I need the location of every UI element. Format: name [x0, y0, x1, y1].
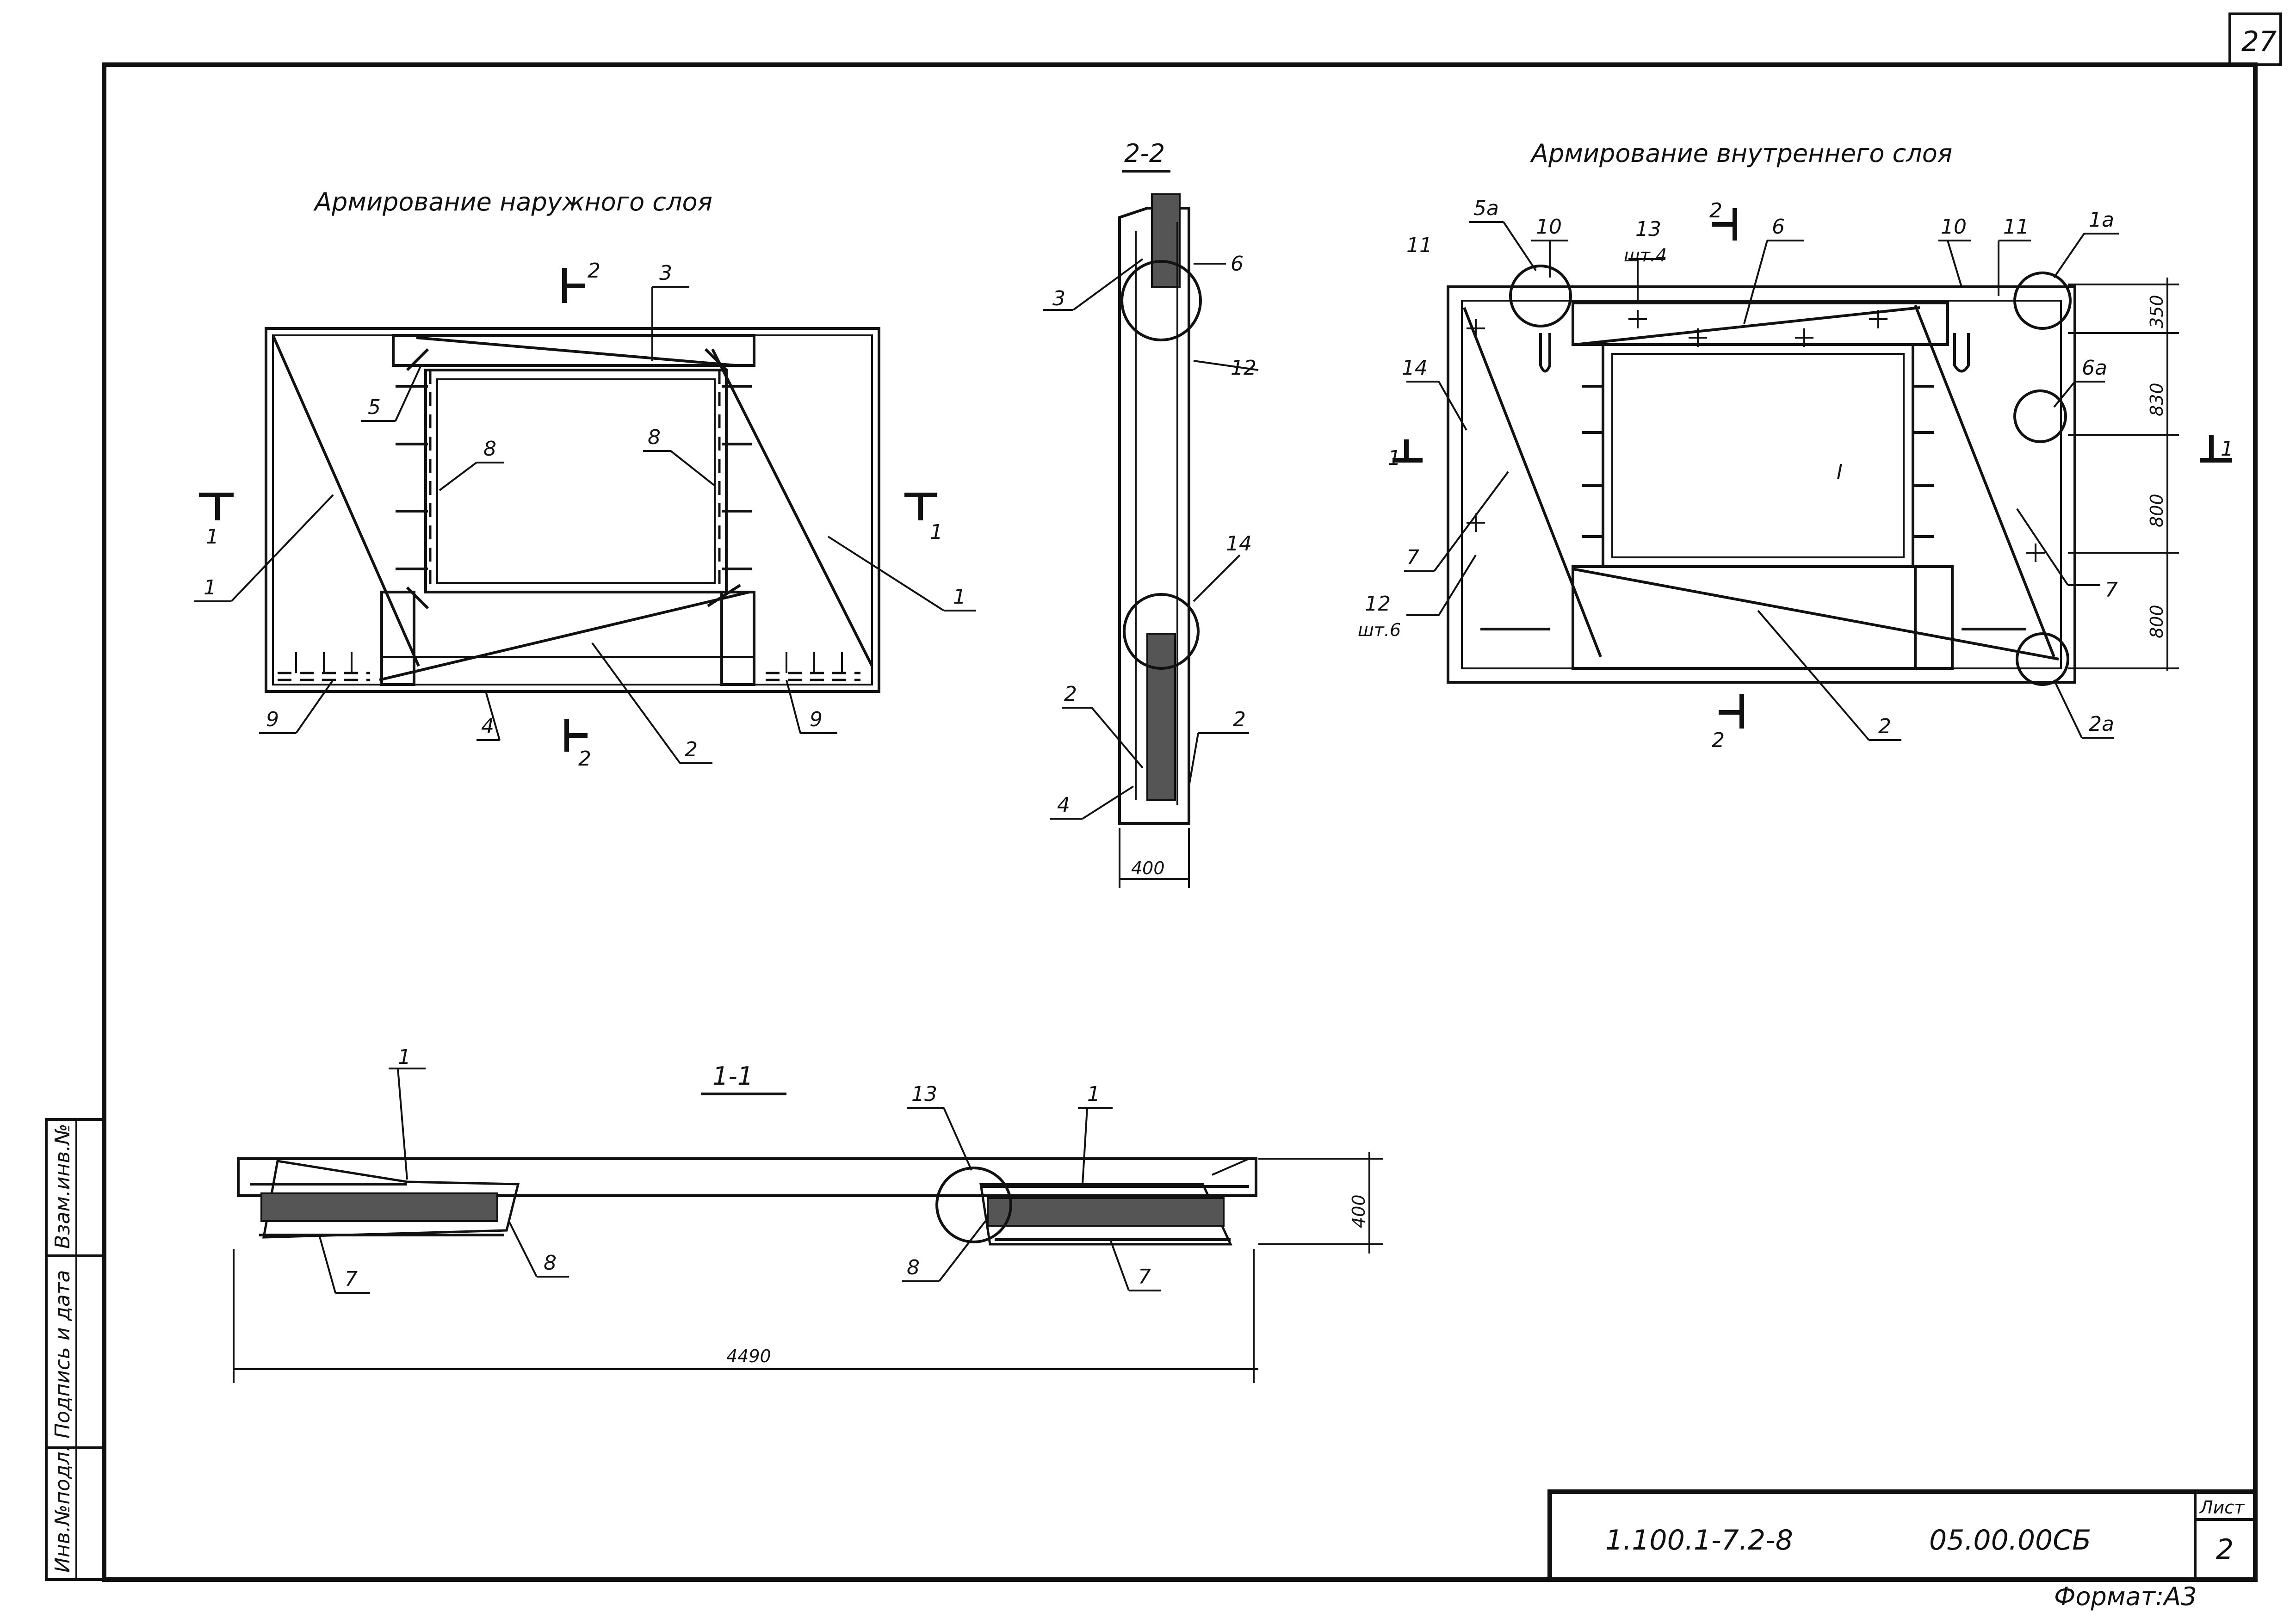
outer-callout-1-right: 1	[953, 585, 966, 609]
section-2-2-callout-14: 14	[1226, 532, 1252, 556]
inner-section-mark-right: 1	[2221, 437, 2234, 461]
outer-section-mark-top: 2	[588, 259, 600, 283]
outer-callout-4: 4	[481, 715, 494, 738]
inner-dim-350: 350	[2147, 295, 2167, 328]
inner-mark-i: I	[1837, 460, 1843, 484]
section-1-1-dim-400: 400	[1349, 1194, 1369, 1228]
inner-callout-12: 12	[1365, 592, 1391, 616]
title-sheet-label: Лист	[2199, 1497, 2245, 1518]
inner-section-mark-top: 2	[1709, 199, 1722, 222]
section-1-1-view: 1-1 4490 400	[233, 1045, 1383, 1383]
section-1-1-dim-4490: 4490	[726, 1346, 771, 1366]
inner-callout-2: 2	[1878, 715, 1891, 738]
inner-callout-6: 6	[1772, 215, 1785, 239]
outer-section-mark-left: 1	[206, 525, 219, 549]
outer-section-mark-right: 1	[930, 520, 943, 544]
outer-layer-title: Армирование наружного слоя	[313, 187, 712, 216]
section-1-1-callout-1-left: 1	[398, 1045, 411, 1069]
inner-callout-10-right: 10	[1941, 215, 1967, 239]
outer-callout-8-right: 8	[648, 426, 661, 449]
outer-callout-3: 3	[659, 261, 672, 285]
section-2-2-callout-12: 12	[1231, 356, 1256, 380]
section-2-2-callout-2-right: 2	[1233, 708, 1246, 731]
section-1-1-callout-13: 13	[911, 1082, 937, 1106]
title-block: 1.100.1-7.2-8 05.00.00СБ Лист 2 Формат:А…	[1547, 1489, 2258, 1611]
inner-callout-13: 13	[1635, 217, 1661, 241]
inner-callout-11-right: 11	[2003, 215, 2029, 239]
inner-callout-10-left: 10	[1536, 215, 1562, 239]
inner-layer-title: Армирование внутреннего слоя	[1530, 139, 1952, 168]
inner-callout-7-left: 7	[1406, 546, 1419, 569]
section-1-1-callout-8-right: 8	[907, 1256, 920, 1279]
title-code: 1.100.1-7.2-8	[1605, 1524, 1793, 1556]
inner-section-mark-left: 1	[1388, 446, 1401, 470]
inner-callout-6a: 6а	[2082, 356, 2107, 380]
inner-callout-12-qty: шт.6	[1358, 620, 1401, 640]
inner-dim-830: 830	[2147, 383, 2167, 416]
section-1-1-title: 1-1	[712, 1062, 753, 1091]
outer-callout-9-left: 9	[266, 708, 279, 731]
sheet-frame: 27	[102, 12, 2282, 1582]
section-1-1-callout-7-left: 7	[345, 1267, 358, 1291]
section-2-2-callout-6: 6	[1231, 252, 1244, 276]
stamp-inv-podl: Инв.№подл.	[51, 1445, 74, 1573]
inner-callout-2a: 2а	[2089, 712, 2114, 736]
outer-callout-1-left: 1	[204, 576, 217, 599]
section-2-2-view: 2-2 400 3 6 12 14 2 2 4	[1043, 139, 1259, 888]
section-1-1-callout-1-right: 1	[1087, 1082, 1100, 1106]
outer-section-mark-bottom: 2	[578, 747, 591, 771]
section-2-2-callout-3: 3	[1052, 287, 1065, 310]
stamp-signature-date: Подпись и дата	[51, 1270, 74, 1439]
section-2-2-callout-4: 4	[1057, 793, 1070, 817]
section-2-2-title: 2-2	[1124, 139, 1165, 168]
title-doc: 05.00.00СБ	[1929, 1524, 2091, 1556]
inner-callout-13-qty: шт.4	[1624, 245, 1667, 266]
outer-callout-9-right: 9	[810, 708, 823, 731]
section-1-1-callout-8-left: 8	[544, 1251, 557, 1275]
inner-callout-7-right: 7	[2105, 578, 2118, 602]
inner-section-mark-bottom: 2	[1712, 729, 1725, 752]
outer-callout-5: 5	[368, 395, 381, 419]
left-stamp: Инв.№подл. Подпись и дата Взам.инв.№	[45, 1118, 105, 1581]
stamp-vzam-inv: Взам.инв.№	[51, 1124, 74, 1249]
section-2-2-callout-2-left: 2	[1064, 682, 1077, 706]
inner-dim-800-a: 800	[2147, 494, 2167, 527]
outer-callout-2: 2	[685, 738, 698, 761]
inner-layer-view: Армирование внутреннего слоя	[1358, 139, 2234, 752]
inner-dim-800-b: 800	[2147, 605, 2167, 638]
title-sheet-no: 2	[2216, 1533, 2234, 1566]
sheet-number-top: 27	[2241, 25, 2277, 58]
inner-callout-14: 14	[1402, 356, 1428, 380]
inner-callout-1a: 1а	[2089, 208, 2114, 232]
section-2-2-dim-400: 400	[1131, 858, 1165, 878]
outer-callout-8-left: 8	[483, 437, 496, 461]
format-note: Формат:А3	[2054, 1582, 2197, 1611]
inner-callout-5a: 5а	[1473, 197, 1499, 220]
section-1-1-callout-7-right: 7	[1138, 1265, 1151, 1289]
outer-layer-view: Армирование наружного слоя	[194, 187, 976, 771]
inner-callout-11-left: 11	[1406, 234, 1432, 257]
